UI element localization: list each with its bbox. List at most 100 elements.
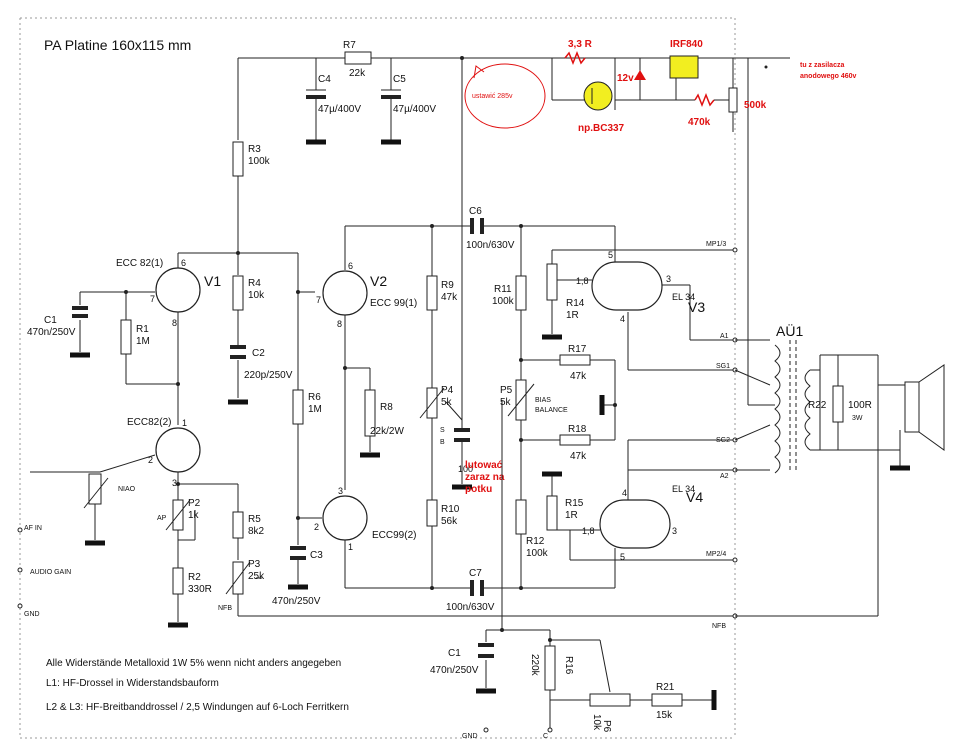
c2-plate-a <box>230 345 246 349</box>
p6-value: 10k <box>591 714 602 731</box>
solder-note-3: potku <box>465 484 492 495</box>
p5-wiper <box>507 383 535 417</box>
v2b-pin2: 2 <box>314 522 319 532</box>
note-l2-l3: L2 & L3: HF-Breitbanddrossel / 2,5 Windu… <box>46 702 349 713</box>
c3-plate-a <box>290 546 306 550</box>
c6-plate-b <box>480 218 484 234</box>
c2-plate-b <box>230 355 246 359</box>
c1-value: 470n/250V <box>27 327 76 338</box>
p2-wiper <box>165 499 191 531</box>
c4-value: 47µ/400V <box>318 104 361 115</box>
c3-plate-b <box>290 556 306 560</box>
v3-label: V3 <box>688 299 705 315</box>
solder-note-1: lutować <box>465 460 503 471</box>
v1b-pin3: 3 <box>172 478 177 488</box>
r18-resistor <box>559 434 591 446</box>
v4-label: V4 <box>686 489 703 505</box>
r7-label: R7 <box>343 40 356 51</box>
r10-label: R10 <box>441 504 460 515</box>
c1b-plate-a <box>478 643 494 647</box>
v4-pin3: 3 <box>672 526 677 536</box>
p6-pot <box>589 693 631 707</box>
c7-plate-b <box>480 580 484 596</box>
c3-label: C3 <box>310 550 323 561</box>
v1-label: V1 <box>204 273 221 289</box>
series-resistor-label: 3,3 R <box>568 39 593 50</box>
bias-label: BIAS <box>535 397 551 404</box>
r17-value: 47k <box>570 371 587 382</box>
p3-label: P3 <box>248 559 261 570</box>
r6-value: 1M <box>308 404 322 415</box>
nfb-small-label: NFB <box>218 605 232 612</box>
r16-value: 220k <box>529 654 540 677</box>
r11-label: R11 <box>494 284 512 295</box>
niao-label: NIAO <box>118 486 136 493</box>
terminal-audio-gain: AUDIO GAIN <box>30 569 71 576</box>
v3-pin5: 5 <box>608 250 613 260</box>
r6-label: R6 <box>308 392 321 403</box>
r18-label: R18 <box>568 424 587 435</box>
c4-capacitor <box>306 89 326 145</box>
c2-value: 220p/250V <box>244 370 293 381</box>
bias-cap-plate-b <box>454 438 470 442</box>
v2b-pin1: 1 <box>348 542 353 552</box>
solder-note-2: zaraz na <box>465 472 505 483</box>
terminal-gnd: GND <box>24 611 40 618</box>
c6-value: 100n/630V <box>466 240 515 251</box>
r17-resistor <box>559 354 591 366</box>
v4-pin5: 5 <box>620 552 625 562</box>
r10-value: 56k <box>441 516 458 527</box>
c3-value: 470n/250V <box>272 596 321 607</box>
supply-note-1: tu z zasilacza <box>800 62 844 69</box>
supply-note-2: anodowego 460v <box>800 73 857 80</box>
r15-resistor <box>546 495 558 531</box>
p2-label: P2 <box>188 498 201 509</box>
terminal-sg1: SG1 <box>716 363 730 370</box>
r15-label: R15 <box>565 498 584 509</box>
terminal-gnd-bottom: GND <box>462 733 478 740</box>
p3-wiper <box>225 561 251 595</box>
r14-resistor <box>546 263 558 301</box>
bias-cap-value: 100 <box>458 464 473 474</box>
v2b-pin3: 3 <box>338 486 343 496</box>
r6-resistor <box>292 389 304 425</box>
v3-pin4: 4 <box>620 314 625 324</box>
p4-wiper <box>419 387 445 419</box>
gate-resistor-label: 470k <box>688 117 711 128</box>
board-outline <box>19 17 736 739</box>
voltage-note: ustawić 285v <box>472 93 513 100</box>
balance-label: BALANCE <box>535 407 568 414</box>
zener-label: 12v <box>617 73 634 84</box>
r9-label: R9 <box>441 280 454 291</box>
p5-value: 5k <box>500 397 512 408</box>
r21-label: R21 <box>656 682 675 693</box>
r1-label: R1 <box>136 324 149 335</box>
terminal-sg2: SG2 <box>716 437 730 444</box>
terminal-mp13: MP1/3 <box>706 241 726 248</box>
r5-value: 8k2 <box>248 526 265 537</box>
v2-pin6: 6 <box>348 261 353 271</box>
r21-value: 15k <box>656 710 673 721</box>
p4-wiring <box>431 310 472 588</box>
v1-tube <box>155 267 201 313</box>
nfb-network-wiring <box>476 628 717 730</box>
r7-value: 22k <box>349 68 366 79</box>
r8-value: 22k/2W <box>370 426 404 437</box>
c1-plate-a <box>72 306 88 310</box>
v3-pin18: 1,8 <box>576 276 589 286</box>
p5-label: P5 <box>500 385 513 396</box>
r8-label: R8 <box>380 402 393 413</box>
r3-label: R3 <box>248 144 261 155</box>
c6-plate-a <box>470 218 474 234</box>
v1b-tube <box>155 427 201 473</box>
c1-label: C1 <box>44 315 57 326</box>
r4-value: 10k <box>248 290 265 301</box>
output-transformer-label: AÜ1 <box>776 322 803 339</box>
c5-value: 47µ/400V <box>393 104 436 115</box>
terminal-a1: A1 <box>720 333 729 340</box>
r11-value: 100k <box>492 296 515 307</box>
r1-value: 1M <box>136 336 150 347</box>
p4-label: P4 <box>441 385 454 396</box>
terminal-af-in: AF IN <box>24 525 42 532</box>
